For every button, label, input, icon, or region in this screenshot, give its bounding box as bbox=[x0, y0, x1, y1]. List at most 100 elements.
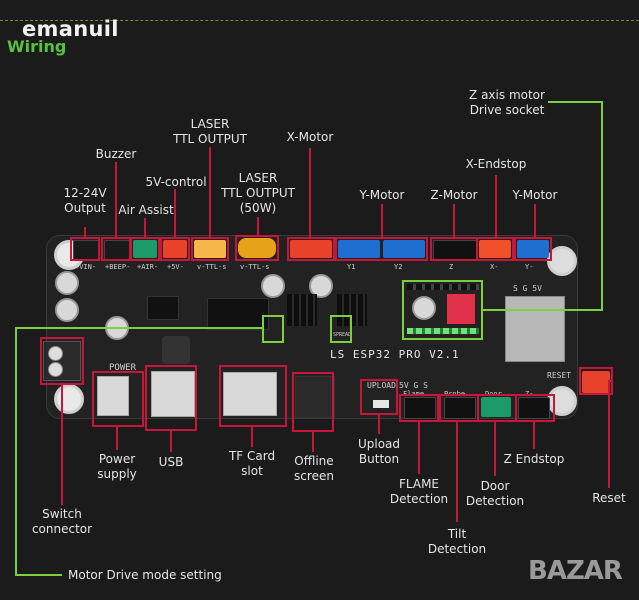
label-z-endstop: Z Endstop bbox=[503, 452, 565, 466]
box-upload bbox=[360, 379, 398, 415]
capacitor bbox=[261, 274, 285, 298]
esp32-module bbox=[505, 296, 565, 362]
label-tilt-detection: Tilt Detection bbox=[428, 527, 486, 557]
capacitor bbox=[412, 296, 436, 320]
silk-ttl: v-TTL-s bbox=[197, 263, 227, 271]
box-y-motor bbox=[335, 237, 428, 261]
box-beep bbox=[101, 237, 131, 261]
label-12-24v-output: 12-24V Output bbox=[63, 186, 106, 216]
silk-spread: SPREAD bbox=[333, 332, 352, 338]
box-jumper-1 bbox=[262, 315, 284, 343]
tf-card-slot bbox=[223, 372, 277, 416]
silk-air: +AIR- bbox=[137, 263, 159, 271]
label-door-detection: Door Detection bbox=[466, 479, 524, 509]
silk-x-minus: X- bbox=[490, 263, 499, 271]
connector-y1-motor bbox=[338, 240, 380, 258]
label-text: Switch connector bbox=[31, 507, 93, 536]
silk-vin: +VIN- bbox=[75, 263, 97, 271]
header-pins bbox=[407, 328, 479, 334]
box-reset bbox=[579, 367, 613, 395]
label-text: FLAME Detection bbox=[389, 477, 449, 506]
connector-reset bbox=[582, 371, 610, 393]
silk-5v: +5V- bbox=[167, 263, 184, 271]
box-dip-block bbox=[402, 280, 483, 340]
label-text: Offline screen bbox=[294, 454, 334, 483]
label-text: Upload Button bbox=[357, 437, 401, 466]
label-text: LASER TTL OUTPUT (50W) bbox=[221, 171, 295, 215]
silk-power: POWER bbox=[109, 363, 137, 373]
label-5v-control: 5V-control bbox=[145, 175, 207, 189]
box-flame bbox=[399, 394, 439, 422]
label-y-motor: Y-Motor bbox=[359, 188, 405, 202]
label-power-supply: Power supply bbox=[97, 452, 137, 482]
silk-y2: Y2 bbox=[394, 263, 403, 271]
box-x-endstop bbox=[476, 237, 514, 261]
box-door bbox=[477, 394, 517, 422]
label-motor-drive-mode: Motor Drive mode setting bbox=[68, 568, 222, 582]
label-upload-button: Upload Button bbox=[358, 437, 400, 467]
header-pins bbox=[407, 284, 479, 290]
connector-y-motor-2 bbox=[517, 240, 549, 258]
label-offline-screen: Offline screen bbox=[294, 454, 334, 484]
silk-5v-g-s: 5V G S bbox=[399, 381, 428, 390]
silk-y-minus: Y- bbox=[525, 263, 534, 271]
label-switch-connector: Switch connector bbox=[32, 507, 92, 537]
label-text: Tilt Detection bbox=[427, 527, 487, 556]
silk-z: Z bbox=[449, 263, 454, 271]
label-x-endstop: X-Endstop bbox=[465, 157, 527, 171]
box-tf bbox=[219, 365, 287, 427]
header-divider bbox=[0, 20, 639, 21]
brand-name: emanuil bbox=[22, 17, 119, 41]
silk-s-g-5v: S G 5V bbox=[513, 284, 542, 293]
dip-switch[interactable] bbox=[447, 294, 475, 324]
box-switch bbox=[40, 337, 84, 385]
silk-reset: RESET bbox=[547, 371, 572, 380]
inductor bbox=[162, 336, 190, 364]
silk-upload: UPLOAD bbox=[367, 381, 396, 390]
box-air bbox=[130, 237, 160, 261]
label-y-motor-2: Y-Motor bbox=[512, 188, 558, 202]
connector-z-endstop bbox=[518, 397, 550, 419]
connector-ttl-50w bbox=[238, 238, 276, 258]
label-flame-detection: FLAME Detection bbox=[390, 477, 448, 507]
label-text: Power supply bbox=[97, 452, 137, 481]
label-buzzer: Buzzer bbox=[95, 147, 137, 161]
chip bbox=[207, 298, 269, 330]
box-5v bbox=[160, 237, 190, 261]
silk-ttl-50w: v-TTL-s bbox=[240, 263, 270, 271]
capacitor bbox=[55, 298, 79, 322]
label-text: Z axis motor Drive socket bbox=[469, 88, 545, 117]
leader-reset bbox=[608, 380, 612, 488]
label-text: 12-24V Output bbox=[63, 186, 107, 215]
box-z-endstop bbox=[515, 394, 555, 422]
heatsink bbox=[287, 294, 317, 326]
connector-air bbox=[133, 240, 157, 258]
connector-x-motor bbox=[290, 240, 332, 258]
box-vin bbox=[70, 237, 100, 261]
watermark-logo: BAZAR bbox=[528, 556, 623, 586]
switch-terminal-block bbox=[43, 341, 81, 381]
label-laser-ttl-50w: LASER TTL OUTPUT (50W) bbox=[221, 171, 295, 216]
connector-y2-motor bbox=[383, 240, 425, 258]
leader-z-socket bbox=[482, 101, 603, 311]
board-name: LS ESP32 PRO V2.1 bbox=[330, 348, 460, 361]
label-text: TF Card slot bbox=[228, 449, 276, 478]
box-x-motor bbox=[287, 237, 335, 261]
label-usb: USB bbox=[158, 455, 184, 469]
connector-5v bbox=[163, 240, 187, 258]
label-z-motor: Z-Motor bbox=[430, 188, 478, 202]
label-tf-card-slot: TF Card slot bbox=[229, 449, 275, 479]
leader-motor-drive bbox=[15, 327, 263, 576]
label-text: Door Detection bbox=[465, 479, 525, 508]
label-x-motor: X-Motor bbox=[286, 130, 334, 144]
silk-beep: +BEEP- bbox=[105, 263, 131, 271]
label-air-assist: Air Assist bbox=[118, 203, 174, 217]
upload-switch bbox=[373, 400, 389, 408]
box-probe bbox=[439, 394, 479, 422]
section-title: Wiring bbox=[7, 37, 67, 56]
connector-ttl bbox=[194, 240, 226, 258]
usb-port bbox=[151, 371, 195, 417]
connector-probe bbox=[444, 397, 476, 419]
box-ttl-50w bbox=[235, 235, 279, 261]
